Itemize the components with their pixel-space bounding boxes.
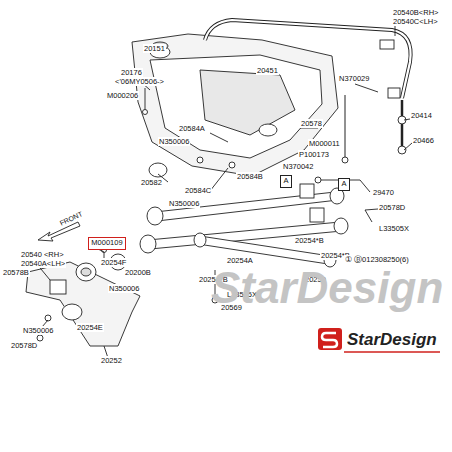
part-number: 20578 — [300, 119, 323, 128]
part-number: N350006 — [168, 199, 200, 208]
part-number: M000206 — [106, 91, 139, 100]
highlight-box: A — [338, 178, 350, 191]
part-number: 20582 — [140, 178, 163, 187]
highlight-box: M000109 — [88, 237, 126, 250]
part-number: 20540A<LH> — [20, 259, 66, 268]
part-number: 29470 — [372, 188, 395, 197]
part-number: N350006 — [108, 284, 140, 293]
part-number: 20254F — [100, 258, 127, 267]
part-number: ① Ⓑ012308250(6) — [344, 255, 410, 264]
part-number: 20584B — [236, 172, 264, 181]
part-number: 20451 — [256, 66, 279, 75]
part-number: 20578D — [10, 341, 38, 350]
part-number: 20578B — [2, 268, 30, 277]
part-number: 20254E — [76, 323, 104, 332]
part-number: 20466 — [412, 136, 435, 145]
part-number: 20254*B — [294, 236, 325, 245]
brand-logo: StarDesign — [346, 330, 438, 350]
part-number: 20540B<RH> — [392, 8, 439, 17]
part-number: 20151 — [143, 44, 166, 53]
part-number: M000109 — [91, 238, 122, 247]
part-number: 20584C — [184, 186, 212, 195]
part-number: N350006 — [22, 326, 54, 335]
part-number: 20540 <RH> — [20, 250, 65, 259]
highlight-box: A — [280, 175, 292, 188]
part-number: 20414 — [410, 111, 433, 120]
watermark: StarDesign — [210, 264, 444, 312]
part-number: L33505X — [378, 224, 410, 233]
part-number: 20200B — [124, 268, 152, 277]
part-number: 20540C<LH> — [392, 17, 439, 26]
part-number: A — [283, 176, 288, 185]
part-number: M000011 — [308, 139, 341, 148]
part-number: 20176 — [120, 68, 143, 77]
part-number: 20578D — [378, 203, 406, 212]
part-number: 20584A — [178, 124, 206, 133]
part-number: A — [341, 179, 346, 188]
part-number: 20252 — [100, 356, 123, 365]
part-number: N370029 — [338, 74, 370, 83]
part-number: N370042 — [282, 162, 314, 171]
part-number: N350006 — [158, 137, 190, 146]
part-number: P100173 — [298, 150, 330, 159]
part-number: <'06MY0506-> — [114, 77, 165, 86]
